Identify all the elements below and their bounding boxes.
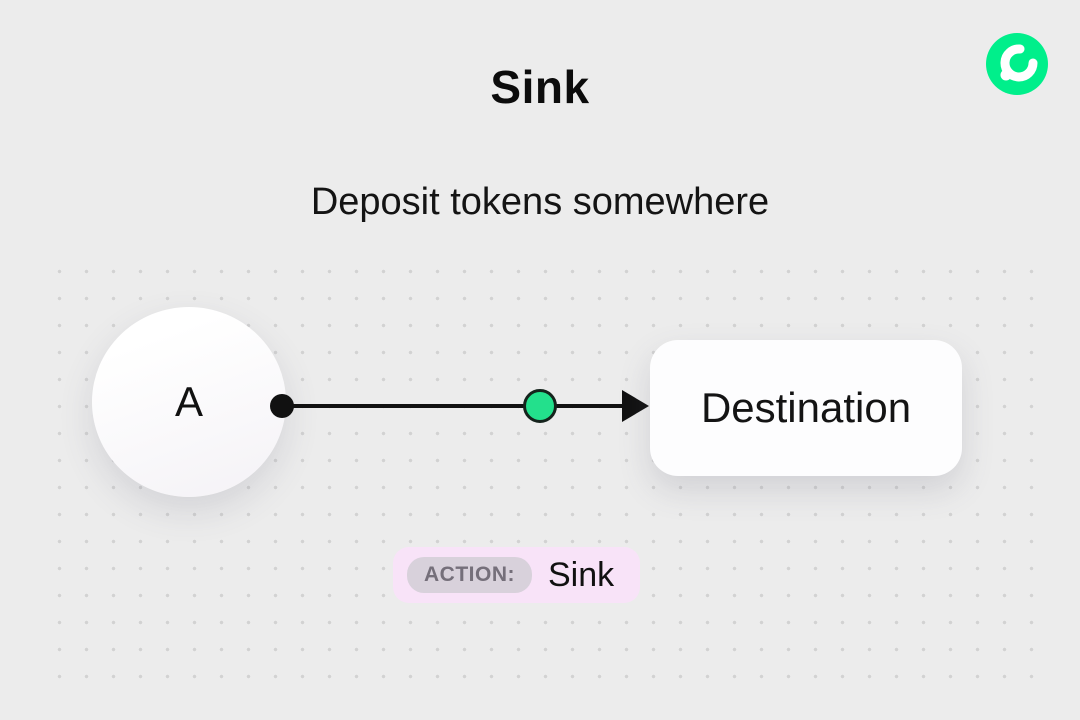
flow-logo-icon — [986, 33, 1048, 95]
action-pill: ACTION: Sink — [393, 547, 641, 603]
page-subtitle: Deposit tokens somewhere — [310, 181, 770, 223]
arrowhead-icon — [622, 390, 649, 422]
page-title: Sink — [490, 61, 590, 113]
action-badge: ACTION: — [407, 557, 532, 593]
action-value: Sink — [548, 555, 615, 594]
source-node: A — [92, 307, 286, 497]
source-node-label: A — [174, 378, 203, 425]
edge-midpoint-dot — [523, 389, 557, 423]
destination-node: Destination — [650, 340, 962, 476]
edge-line — [283, 404, 635, 408]
destination-node-label: Destination — [700, 384, 912, 431]
